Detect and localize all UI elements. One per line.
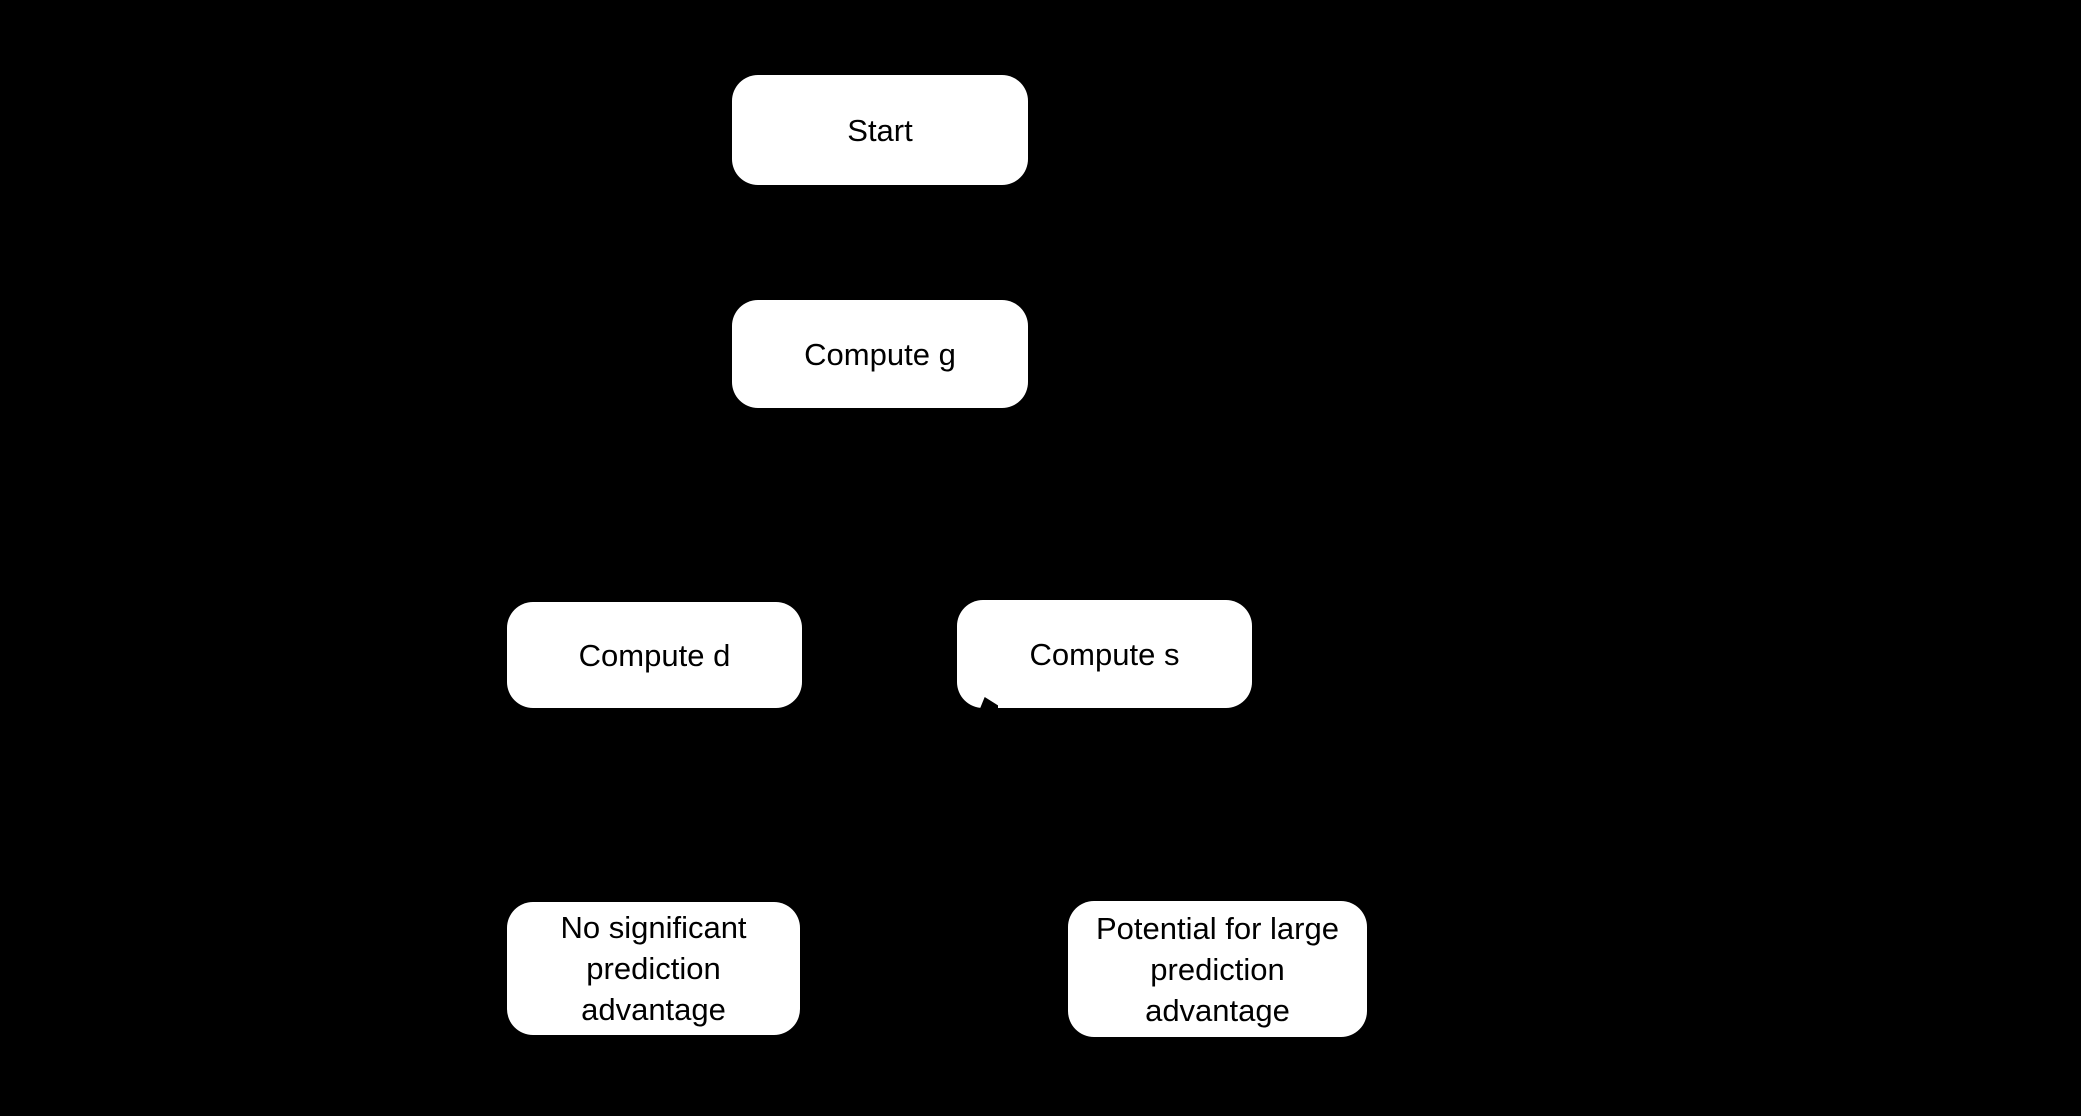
node-outcome-no-advantage-label: No significant prediction advantage [560,907,746,1030]
label-line: prediction [1150,951,1285,987]
node-compute-s-label: Compute s [1029,636,1180,672]
node-start: Start [732,75,1028,185]
node-start-label: Start [847,112,913,148]
node-outcome-large-advantage-label: Potential for large prediction advantage [1096,908,1339,1031]
node-compute-g: Compute g [732,300,1028,408]
label-line: advantage [581,992,726,1027]
node-outcome-no-advantage: No significant prediction advantage [507,902,800,1035]
label-line: advantage [1145,992,1290,1028]
label-line: No significant [560,910,747,945]
node-compute-g-label: Compute g [804,336,956,372]
node-compute-d-label: Compute d [578,637,731,673]
label-line: Potential for large [1096,910,1339,946]
node-compute-s: Compute s [957,600,1252,708]
label-line: prediction [586,951,721,986]
node-outcome-large-advantage: Potential for large prediction advantage [1068,901,1367,1037]
node-compute-d: Compute d [507,602,802,708]
